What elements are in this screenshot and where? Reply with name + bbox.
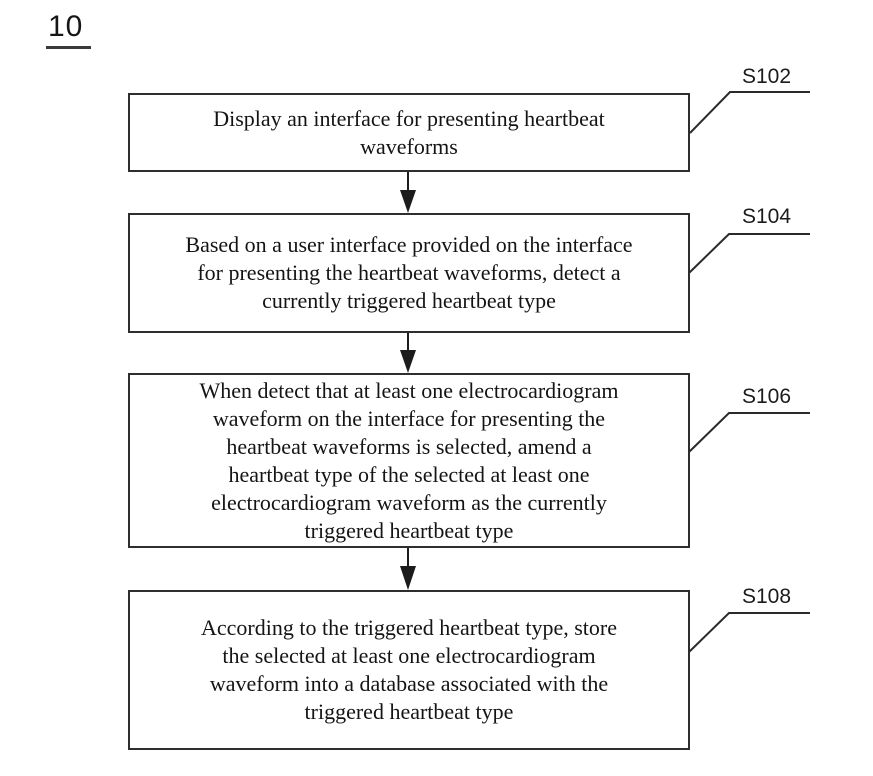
flow-arrow-3 — [400, 548, 416, 590]
step-label-s104: S104 — [742, 205, 792, 228]
step-label-s106: S106 — [742, 385, 792, 408]
step-connector-s108 — [688, 612, 810, 653]
step-box-s104: Based on a user interface provided on th… — [128, 213, 690, 333]
flow-arrow-2 — [400, 333, 416, 373]
step-box-s104-text: Based on a user interface provided on th… — [185, 232, 633, 313]
step-label-s102: S102 — [742, 65, 792, 88]
step-box-s106-text: When detect that at least one electrocar… — [199, 377, 619, 543]
step-connector-s106 — [688, 412, 810, 453]
step-box-s108-text: According to the triggered heartbeat typ… — [200, 615, 617, 724]
step-label-s108: S108 — [742, 585, 792, 608]
flow-arrow-1 — [400, 172, 416, 213]
step-box-s102-text: Display an interface for presenting hear… — [213, 105, 605, 159]
step-box-s102: Display an interface for presenting hear… — [128, 93, 690, 172]
step-box-s106: When detect that at least one electrocar… — [128, 373, 690, 548]
step-connector-s102 — [689, 91, 810, 134]
figure-label: 10 — [46, 12, 92, 49]
step-connector-s104 — [688, 233, 810, 274]
step-box-s108: According to the triggered heartbeat typ… — [128, 590, 690, 750]
